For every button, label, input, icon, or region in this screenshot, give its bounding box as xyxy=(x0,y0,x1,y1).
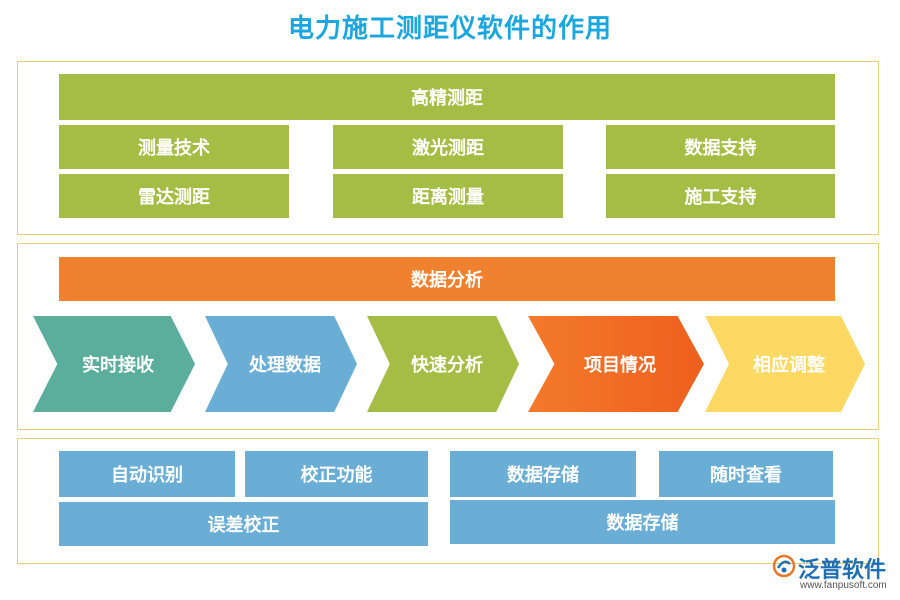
step-process-data-label: 处理数据 xyxy=(249,355,321,376)
box-laser-ranging: 激光测距 xyxy=(333,125,563,169)
box-auto-recognition: 自动识别 xyxy=(59,451,235,497)
step-quick-analysis-label: 快速分析 xyxy=(411,355,483,376)
box-construction-support: 施工支持 xyxy=(606,174,835,218)
step-project-status: 项目情况 xyxy=(528,316,704,412)
step-corresponding-adjustment: 相应调整 xyxy=(705,316,865,412)
brand-watermark: 泛普软件 www.fanpusoft.com xyxy=(772,552,892,592)
watermark-brand: 泛普软件 xyxy=(798,558,887,583)
step-realtime-receive-label: 实时接收 xyxy=(82,355,154,376)
page-title: 电力施工测距仪软件的作用 xyxy=(287,14,612,44)
step-project-status-label: 项目情况 xyxy=(584,355,656,376)
box-radar-ranging: 雷达测距 xyxy=(59,174,289,218)
box-data-storage-wide: 数据存储 xyxy=(450,500,835,544)
box-view-anytime: 随时查看 xyxy=(659,451,833,497)
box-distance-measurement: 距离测量 xyxy=(333,174,563,218)
step-quick-analysis: 快速分析 xyxy=(367,316,519,412)
header-data-analysis: 数据分析 xyxy=(59,257,835,301)
box-error-correction: 误差校正 xyxy=(59,502,428,546)
watermark-url: www.fanpusoft.com xyxy=(800,580,887,591)
fanpu-logo-icon xyxy=(772,554,796,578)
step-process-data: 处理数据 xyxy=(205,316,357,412)
step-realtime-receive: 实时接收 xyxy=(33,316,195,412)
box-measurement-technology: 测量技术 xyxy=(59,125,289,169)
step-corresponding-adjustment-label: 相应调整 xyxy=(753,355,825,376)
box-calibration-function: 校正功能 xyxy=(245,451,428,497)
box-data-support: 数据支持 xyxy=(606,125,835,169)
box-data-storage-small: 数据存储 xyxy=(450,451,636,497)
header-high-precision-ranging: 高精测距 xyxy=(59,74,835,120)
